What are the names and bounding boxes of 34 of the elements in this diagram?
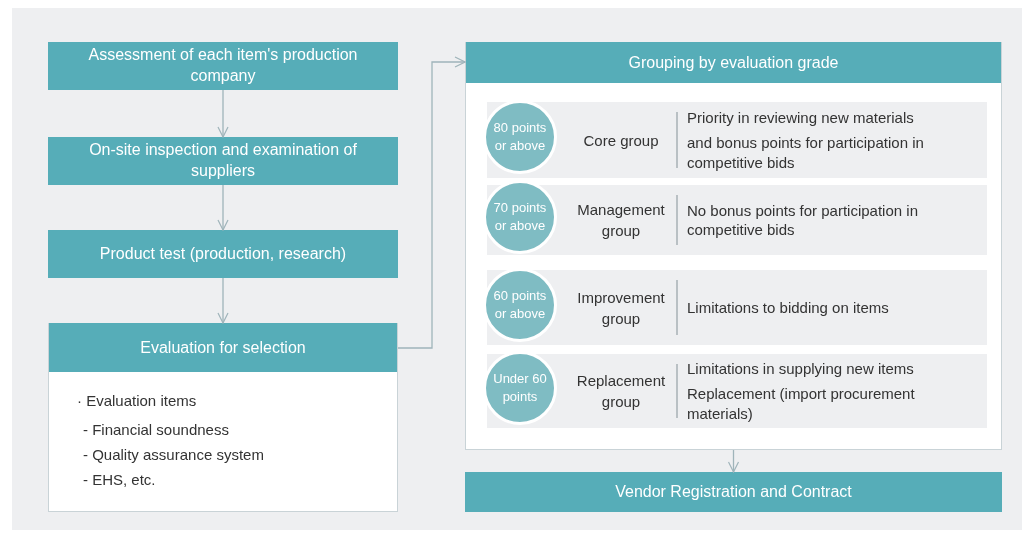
group-name: Replacement group xyxy=(575,371,667,412)
grade-row xyxy=(487,354,987,428)
process-box: On-site inspection and examination of suppliers xyxy=(48,137,398,185)
list-item: - Financial soundness xyxy=(83,421,230,438)
arrow xyxy=(217,89,229,138)
grade-circle: Under 60 points xyxy=(483,351,557,425)
grade-circle: 60 points or above xyxy=(483,267,557,342)
grade-row xyxy=(487,102,987,178)
description-text: Priority in reviewing new materials xyxy=(687,107,915,128)
arrow xyxy=(217,184,229,231)
list-heading: · Evaluation items xyxy=(77,392,198,409)
description-text: No bonus points for participation in competitive bids xyxy=(687,200,919,240)
process-box: Vendor Registration and Contract xyxy=(465,472,1002,512)
description-text: Replacement (import procurement materials) xyxy=(687,384,916,424)
card-title: Grouping by evaluation grade xyxy=(628,53,839,72)
process-card xyxy=(48,323,398,512)
arrow xyxy=(727,449,740,473)
group-name: Improvement group xyxy=(576,287,666,329)
process-box: Assessment of each item's production company xyxy=(48,42,398,90)
grade-row xyxy=(487,270,987,345)
arrow xyxy=(397,56,466,349)
card-title: Evaluation for selection xyxy=(140,338,306,357)
process-card xyxy=(465,42,1002,450)
description-text: Limitations in supplying new items xyxy=(687,358,915,379)
process-box: Product test (production, research) xyxy=(48,230,398,278)
description-text: Limitations to bidding on items xyxy=(687,297,890,318)
grade-circle: 80 points or above xyxy=(483,100,557,174)
grade-circle: 70 points or above xyxy=(483,180,557,254)
arrow xyxy=(217,277,229,324)
group-name: Core group xyxy=(583,130,659,151)
description-text: and bonus points for participation in competitive bids xyxy=(687,133,925,173)
group-name: Management group xyxy=(576,200,666,241)
list-item: - EHS, etc. xyxy=(83,471,157,488)
list-item: - Quality assurance system xyxy=(83,446,265,463)
